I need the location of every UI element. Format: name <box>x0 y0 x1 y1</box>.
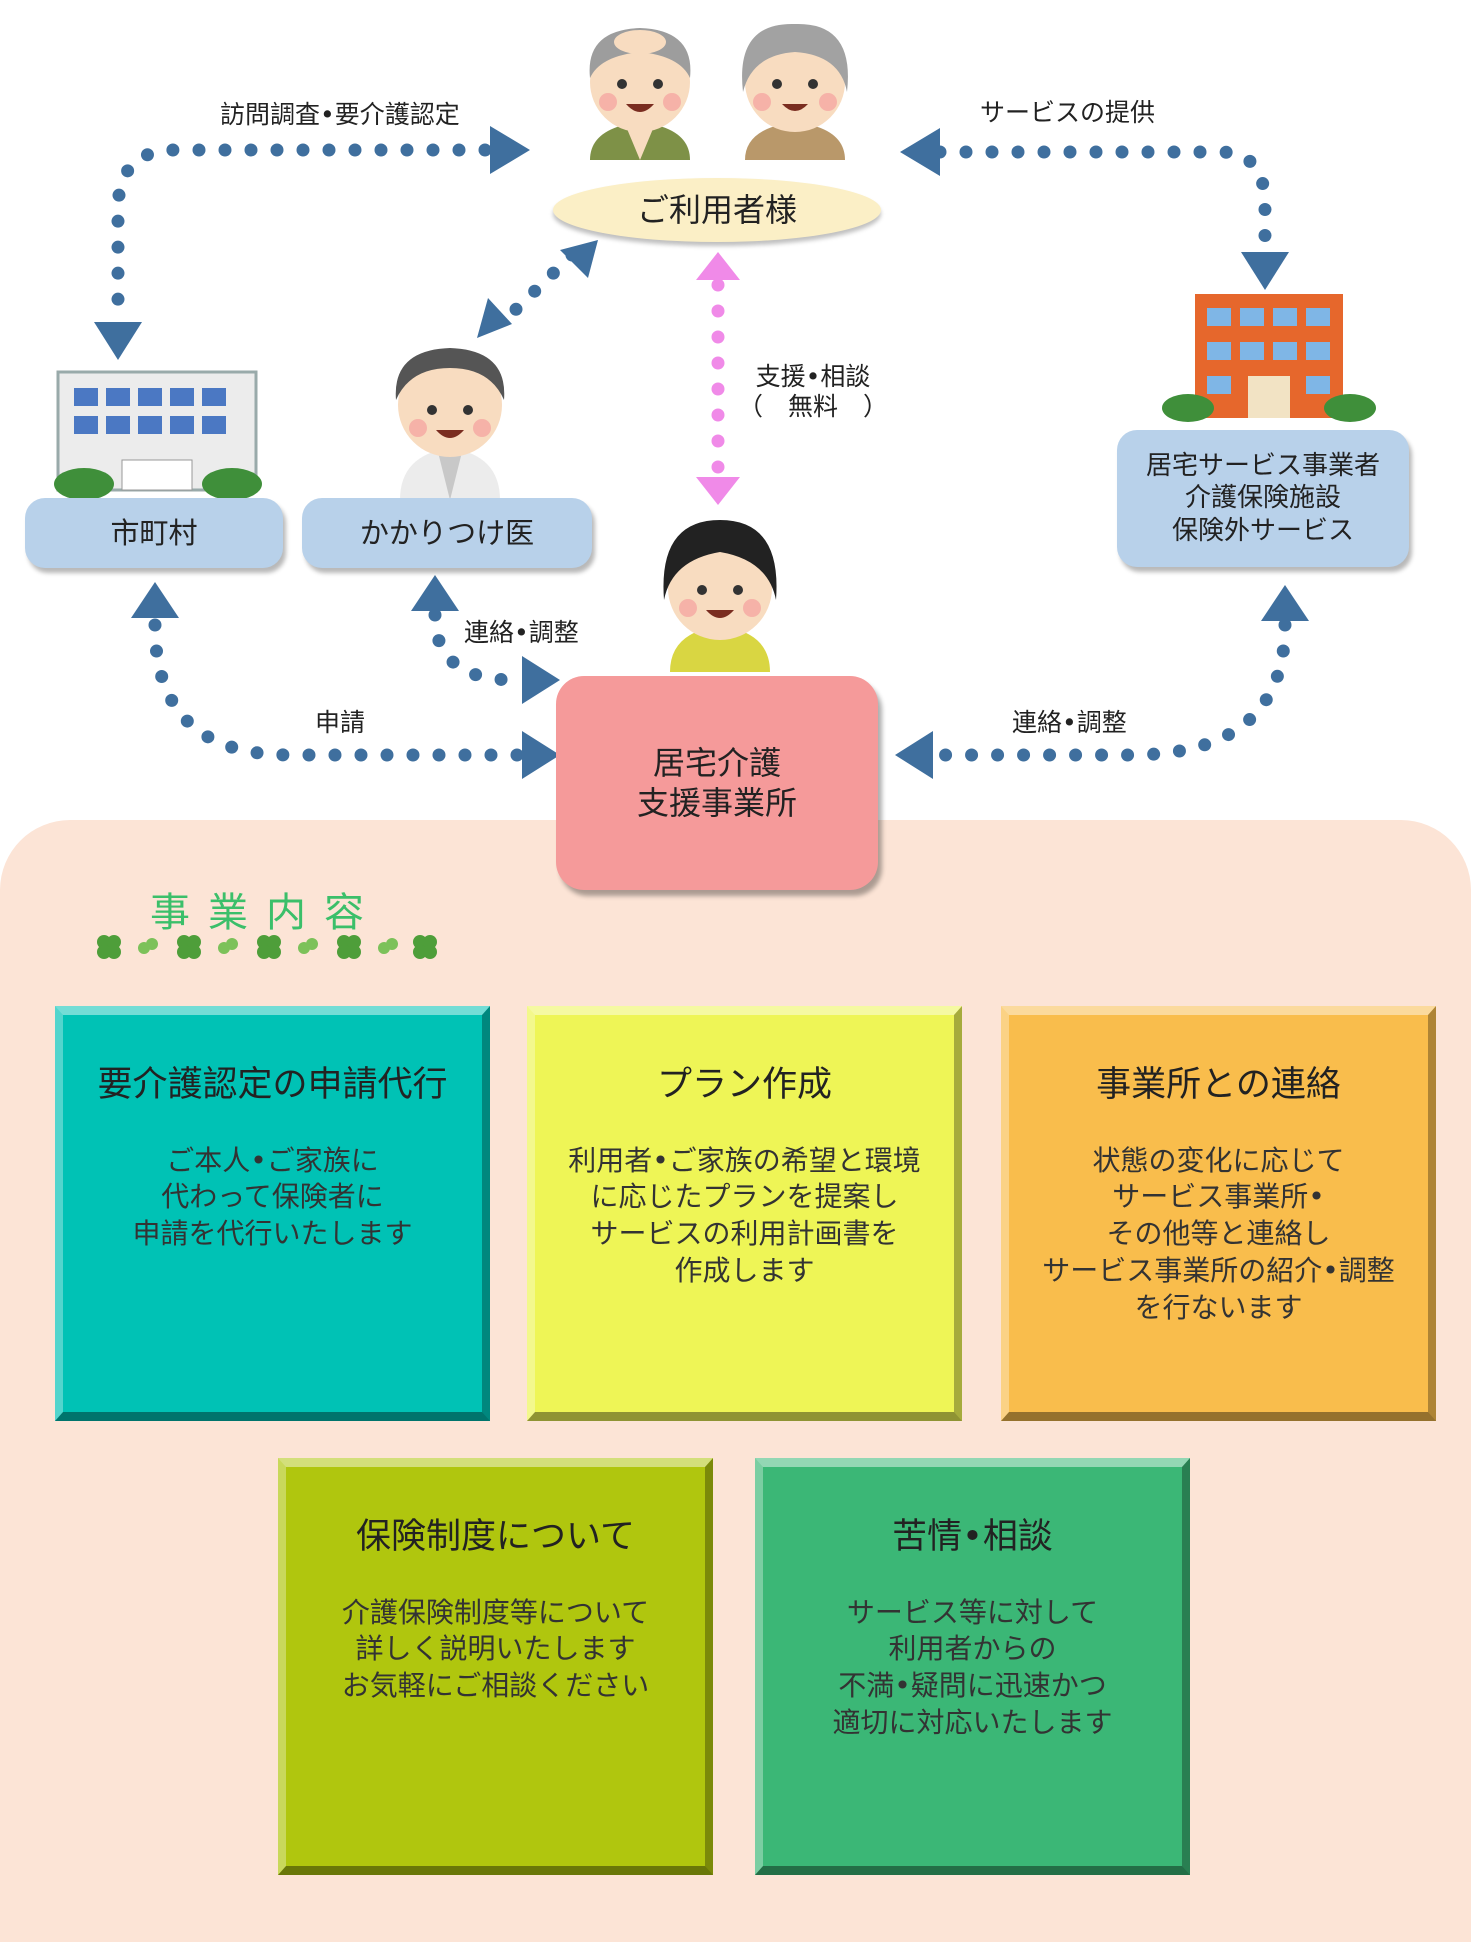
label-contact-doctor: 連絡•調整 <box>464 618 579 647</box>
care-office-label-line1: 居宅介護 <box>652 744 781 782</box>
clover-decoration-icon <box>97 935 437 959</box>
section-title: 事業内容 <box>150 890 382 936</box>
card-title: 要介護認定の申請代行 <box>97 1065 448 1105</box>
care-manager-icon <box>663 520 777 672</box>
card-body: 利用者•ご家族の希望と環境 に応じたプランを提案し サービスの利用計画書を 作成… <box>568 1143 921 1288</box>
card-title: 保険制度について <box>356 1517 635 1557</box>
label-support: 支援•相談 （ 無料 ） <box>738 362 888 422</box>
label-support-line2: （ 無料 ） <box>738 392 889 421</box>
label-visit: 訪問調査•要介護認定 <box>220 100 460 129</box>
doctor-label: かかりつけ医 <box>359 515 535 550</box>
label-support-line1: 支援•相談 <box>755 362 871 391</box>
care-office-node: 居宅介護 支援事業所 <box>556 676 878 890</box>
card-title: 事業所との連絡 <box>1096 1065 1341 1105</box>
elderly-man-icon <box>589 28 691 160</box>
arrowhead-service-user <box>900 128 940 176</box>
doctor-icon <box>395 348 505 500</box>
arrowhead-support-user <box>696 252 740 280</box>
card-insurance-info: 保険制度について 介護保険制度等について 詳しく説明いたします お気軽にご相談く… <box>278 1458 713 1875</box>
label-application: 申請 <box>315 708 366 737</box>
arrowhead-doctor-down <box>477 298 512 338</box>
card-care-plan: プラン作成 利用者•ご家族の希望と環境 に応じたプランを提案し サービスの利用計… <box>527 1006 962 1421</box>
city-hall-icon <box>54 370 262 500</box>
arrowhead-visit-municipality <box>94 322 142 360</box>
label-contact-services: 連絡•調整 <box>1012 708 1127 737</box>
label-service-provision: サービスの提供 <box>980 98 1156 127</box>
card-body: ご本人•ご家族に 代わって保険者に 申請を代行いたします <box>132 1143 413 1251</box>
arrowhead-services-up <box>1261 585 1309 621</box>
elderly-woman-icon <box>742 23 848 160</box>
arrow-contact-services-path <box>923 618 1292 762</box>
care-office-label-line2: 支援事業所 <box>636 784 797 822</box>
arrowhead-doctor-up <box>411 575 459 611</box>
arrowhead-municipality-up <box>131 582 179 618</box>
arrowhead-support-office <box>696 477 740 505</box>
card-complaints: 苦情•相談 サービス等に対して 利用者からの 不満•疑問に迅速かつ 適切に対応い… <box>755 1458 1190 1875</box>
user-node: ご利用者様 <box>553 178 881 242</box>
arrow-service-path <box>933 145 1272 257</box>
doctor-node: かかりつけ医 <box>302 498 592 568</box>
municipality-label: 市町村 <box>110 515 198 550</box>
card-provider-liaison: 事業所との連絡 状態の変化に応じて サービス事業所• その他等と連絡し サービス… <box>1001 1006 1436 1421</box>
services-node: 居宅サービス事業者 介護保険施設 保険外サービス <box>1117 430 1409 567</box>
arrow-doctor-path <box>498 248 579 327</box>
arrowhead-office-services <box>895 731 933 779</box>
card-body: サービス等に対して 利用者からの 不満•疑問に迅速かつ 適切に対応いたします <box>832 1595 1113 1740</box>
card-application-proxy: 要介護認定の申請代行 ご本人•ご家族に 代わって保険者に 申請を代行いたします <box>55 1006 490 1421</box>
arrow-visit-path <box>111 143 492 327</box>
service-building-icon <box>1162 294 1376 422</box>
arrowhead-service-provider <box>1241 252 1289 290</box>
arrowhead-visit-user <box>490 126 530 174</box>
services-label: 居宅サービス事業者 介護保険施設 保険外サービス <box>1145 450 1380 546</box>
arrowhead-application-office <box>522 731 560 779</box>
card-title: プラン作成 <box>656 1065 832 1105</box>
arrowhead-contact-office <box>522 656 560 704</box>
card-title: 苦情•相談 <box>892 1517 1053 1557</box>
user-label: ご利用者様 <box>636 191 797 229</box>
municipality-node: 市町村 <box>25 498 283 568</box>
arrowhead-doctor-user <box>560 240 598 278</box>
card-body: 状態の変化に応じて サービス事業所• その他等と連絡し サービス事業所の紹介•調… <box>1042 1143 1395 1325</box>
flow-diagram <box>54 23 1376 779</box>
card-body: 介護保険制度等について 詳しく説明いたします お気軽にご相談ください <box>341 1595 650 1703</box>
